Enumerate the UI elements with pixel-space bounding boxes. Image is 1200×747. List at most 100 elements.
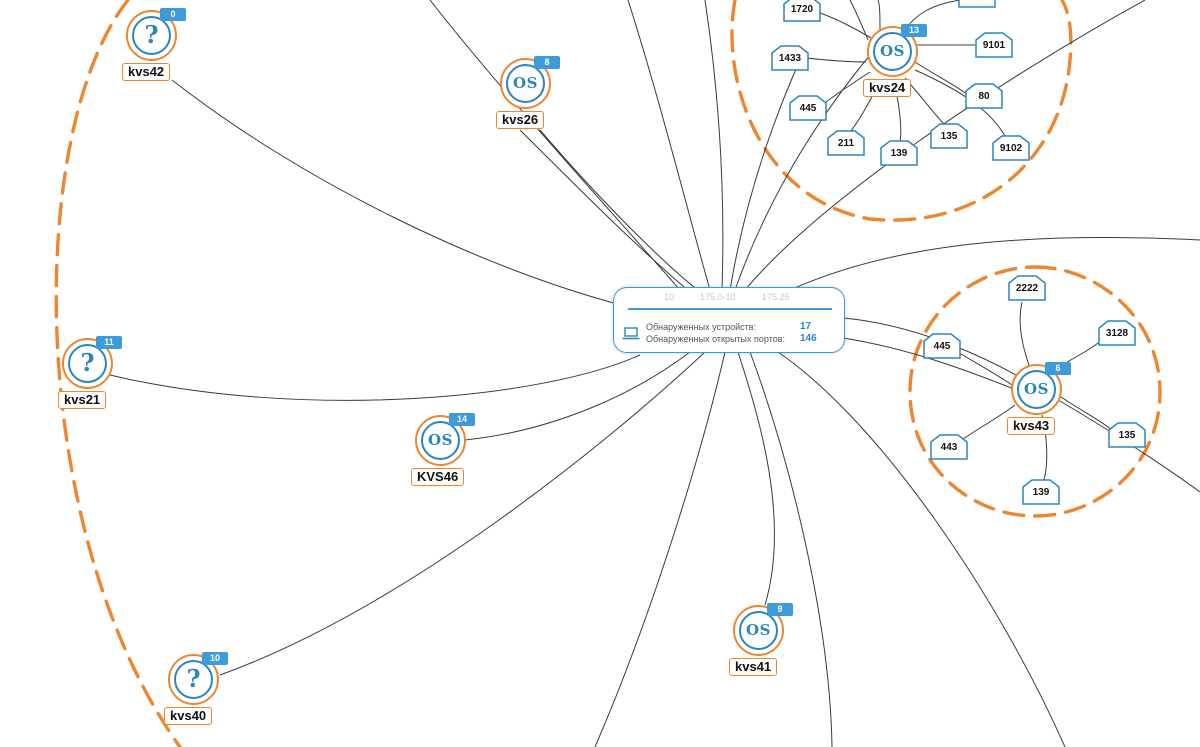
connection-edges: [109, 0, 1200, 747]
host-port-count-badge: 0: [160, 8, 186, 21]
host-label[interactable]: kvs43: [1007, 417, 1056, 435]
port-tag-kvs24-135[interactable]: 135: [930, 123, 968, 149]
port-tag-kvs24-9102[interactable]: 9102: [992, 135, 1030, 161]
port-tag-shape: [880, 140, 918, 166]
host-port-count-badge: 6: [1045, 362, 1071, 375]
edge-bottom-2: [749, 351, 833, 747]
host-ring: ?: [126, 10, 177, 61]
host-node-kvs43[interactable]: OS 6 kvs43: [1007, 362, 1071, 440]
port-tag-shape: [923, 333, 961, 359]
port-number: 80: [978, 91, 990, 102]
edge-kvs24-c: [729, 59, 801, 291]
edge-right-top: [789, 236, 1200, 291]
port-tag-shape: [783, 0, 821, 22]
edge-kvs21: [109, 354, 641, 401]
port-number: 3128: [1105, 328, 1129, 339]
host-label[interactable]: KVS46: [411, 468, 465, 486]
question-icon: ?: [132, 16, 171, 55]
host-port-count-badge: 14: [449, 413, 475, 426]
port-tag-kvs24-445[interactable]: 445: [789, 95, 827, 121]
port-tag-shape: [965, 83, 1003, 109]
host-label[interactable]: kvs40: [164, 707, 213, 725]
port-tag-shape: [930, 434, 968, 460]
host-node-kvs21[interactable]: ? 11 kvs21: [58, 336, 122, 414]
host-node-kvs40[interactable]: ? 10 kvs40: [164, 652, 228, 730]
open-ports-value: 146: [800, 333, 817, 344]
port-tag-kvs24-1720[interactable]: 1720: [783, 0, 821, 22]
edge-kvs24-b: [744, 0, 1146, 291]
port-tag-kvs24-1433[interactable]: 1433: [771, 45, 809, 71]
host-label[interactable]: kvs41: [729, 658, 778, 676]
spoke-kvs43-2222: [1019, 301, 1031, 369]
host-ring: ?: [168, 654, 219, 705]
host-ring: OS: [733, 605, 784, 656]
port-number: 445: [799, 103, 817, 114]
host-node-kvs41[interactable]: OS 9 kvs41: [729, 603, 793, 681]
host-label[interactable]: kvs24: [863, 79, 912, 97]
host-node-kvs24[interactable]: OS 13 kvs24: [863, 24, 927, 102]
host-node-kvs46[interactable]: OS 14 KVS46: [411, 413, 475, 491]
subnet-tab[interactable]: 10: [664, 292, 675, 302]
edge-kvs42: [171, 79, 641, 311]
port-tag-kvs24-80[interactable]: 80: [965, 83, 1003, 109]
host-port-count-badge: 9: [767, 603, 793, 616]
os-icon: OS: [873, 32, 912, 71]
port-tag-kvs24-139[interactable]: 139: [880, 140, 918, 166]
spoke-kvs43-443: [961, 404, 1016, 441]
spoke-kvs24-x: [849, 0, 869, 41]
port-tag-kvs24-9101[interactable]: 9101: [975, 32, 1013, 58]
port-tag-kvs24-211[interactable]: 211: [827, 130, 865, 156]
group-boundary-left: [54, 0, 182, 747]
port-tag-shape: [1022, 479, 1060, 505]
port-tag-kvs43-443[interactable]: 443: [930, 434, 968, 460]
host-port-count-badge: 11: [96, 336, 122, 349]
edge-kvs26-b: [539, 129, 701, 293]
edge-top-1: [429, 0, 681, 291]
edge-bottom-3: [774, 349, 1066, 747]
port-tag-kvs24-offscreen[interactable]: [958, 0, 996, 8]
host-port-count-badge: 13: [901, 24, 927, 37]
port-tag-kvs43-135[interactable]: 135: [1108, 422, 1146, 448]
os-icon: OS: [421, 421, 460, 460]
port-tag-kvs43-3128[interactable]: 3128: [1098, 320, 1136, 346]
port-number: 1720: [790, 4, 814, 15]
question-icon: ?: [174, 660, 213, 699]
edge-kvs41: [737, 351, 775, 606]
port-number: 135: [1118, 430, 1136, 441]
host-label[interactable]: kvs21: [58, 391, 107, 409]
port-number: 1433: [778, 53, 802, 64]
port-number: 9102: [999, 143, 1023, 154]
host-label[interactable]: kvs42: [122, 63, 171, 81]
host-port-count-badge: 10: [202, 652, 228, 665]
spoke-kvs24-80: [914, 61, 969, 96]
devices-found-label: Обнаруженных устройств:: [646, 322, 757, 332]
port-tag-shape: [789, 95, 827, 121]
group-boundary-kvs24: [730, 0, 1073, 222]
spoke-kvs43-445: [957, 351, 1013, 386]
port-number: 2222: [1015, 283, 1039, 294]
port-tag-kvs43-445[interactable]: 445: [923, 333, 961, 359]
subnet-tabs: 10 175.0-10 175.25: [614, 292, 844, 306]
port-tag-kvs43-139[interactable]: 139: [1022, 479, 1060, 505]
port-tag-shape: [975, 32, 1013, 58]
edge-kvs40: [219, 351, 706, 676]
edge-top-3: [704, 0, 724, 291]
network-summary-panel[interactable]: 10 175.0-10 175.25 Обнаруженных устройст…: [613, 287, 845, 353]
port-tag-shape: [992, 135, 1030, 161]
port-number: 139: [1032, 487, 1050, 498]
edge-bottom-1: [594, 351, 726, 747]
edge-kvs43-out: [1057, 399, 1200, 493]
subnet-tab[interactable]: 175.0-10: [700, 292, 736, 302]
host-label[interactable]: kvs26: [496, 111, 545, 129]
panel-divider: [628, 308, 832, 310]
host-node-kvs26[interactable]: OS 8 kvs26: [496, 56, 560, 134]
devices-found-value: 17: [800, 321, 812, 332]
edge-kvs26-a: [519, 129, 691, 293]
host-node-kvs42[interactable]: ? 0 kvs42: [122, 8, 186, 86]
subnet-tab[interactable]: 175.25: [762, 292, 790, 302]
port-number: 139: [890, 148, 908, 159]
port-tag-kvs43-2222[interactable]: 2222: [1008, 275, 1046, 301]
laptop-icon: [622, 327, 640, 340]
os-icon: OS: [506, 64, 545, 103]
